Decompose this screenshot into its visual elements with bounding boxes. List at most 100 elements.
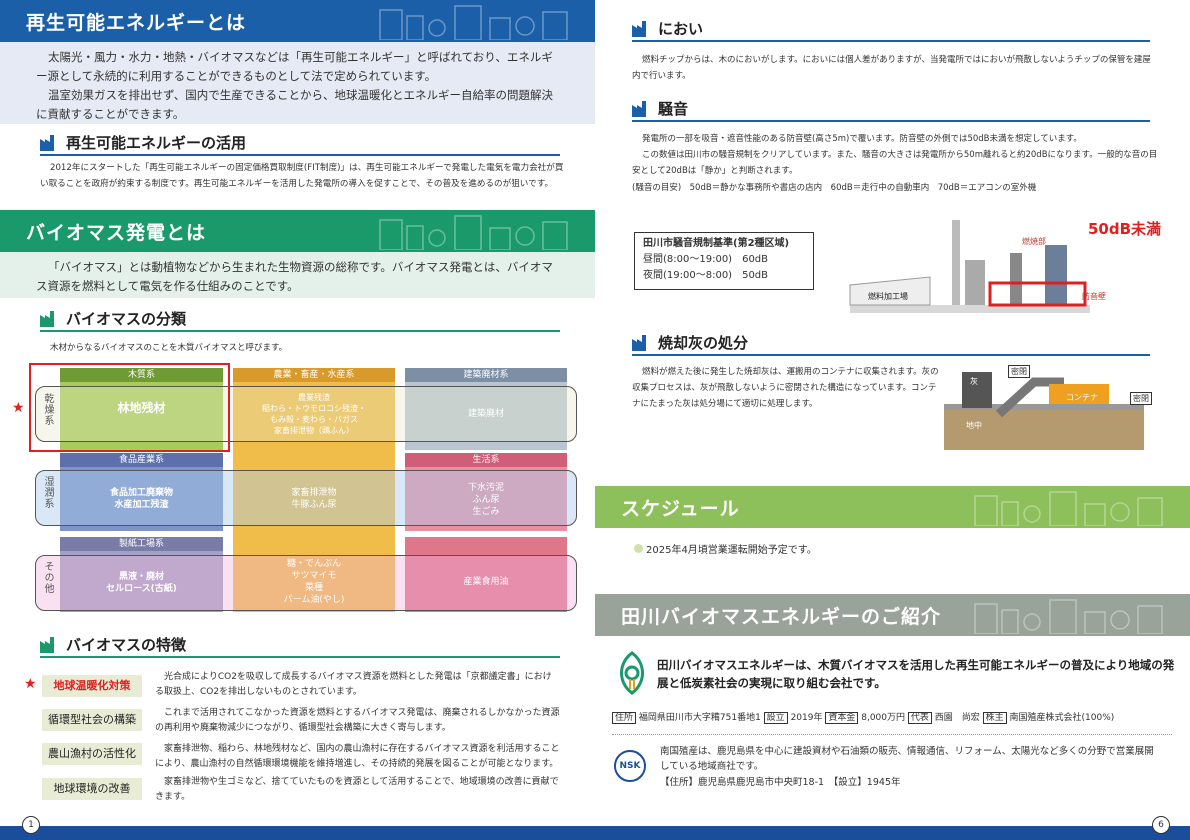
schedule-text: 2025年4月頃営業運転開始予定です。	[646, 545, 817, 556]
page-number-left: 1	[22, 816, 40, 834]
feature-text-warming: 光合成によりCO2を吸収して成長するバイオマス資源を燃料とした発電は「京都議定書…	[155, 672, 552, 697]
tag-warming: 地球温暖化対策	[42, 675, 142, 697]
noise-p2: この数値は田川市の騒音規制をクリアしています。また、騒音の大きさは発電所から50…	[632, 150, 1158, 176]
classification-heading: バイオマスの分類	[40, 308, 560, 332]
cell-paper: 黒液・廃材 セルロース(古紙)	[60, 571, 223, 595]
cityscape-illustration	[379, 5, 568, 40]
smell-text: 燃料チップからは、木のにおいがします。においには個人差がありますが、当発電所では…	[632, 55, 1151, 81]
renewable-box: 太陽光・風力・水力・地熱・バイオマスなどは「再生可能エネルギー」と呼ばれており、…	[0, 42, 595, 124]
ash-title: 焼却灰の処分	[658, 334, 749, 352]
sealed-label-2: 密閉	[1130, 392, 1152, 405]
info-value: 2019年	[790, 713, 823, 723]
renewable-title: 再生可能エネルギーとは	[26, 12, 247, 34]
cell-line: 菜種	[304, 583, 323, 593]
classification-note: 木材からなるバイオマスのことを木質バイオマスと呼びます。	[50, 343, 288, 353]
cell-food: 食品加工廃棄物 水産加工残渣	[60, 487, 223, 511]
row-label-other: その他	[42, 561, 53, 594]
noise-heading: 騒音	[632, 98, 1150, 122]
cell-line: 黒液・廃材	[118, 572, 164, 582]
factory-icon	[632, 21, 646, 37]
cityscape-illustration-3	[974, 491, 1163, 526]
noise-p3: (騒音の目安) 50dB＝静かな事務所や書店の店内 60dB＝走行中の自動車内 …	[632, 183, 1037, 193]
cell-line: パーム油(やし)	[283, 595, 345, 605]
col-agri	[233, 368, 395, 612]
divider	[612, 734, 1172, 735]
renewable-p2: 温室効果ガスを排出せず、国内で生産できることから、地球温暖化とエネルギー自給率の…	[36, 88, 553, 121]
feature-text-environment: 家畜排泄物や生ゴミなど、捨てていたものを資源として活用することで、地域環境の改善…	[155, 777, 559, 802]
biomass-box: 「バイオマス」とは動植物などから生まれた生物資源の総称です。バイオマス発電とは、…	[0, 252, 595, 298]
cell-line: 家畜排泄物	[291, 488, 337, 498]
features-title: バイオマスの特徴	[66, 636, 187, 654]
row-wet	[35, 470, 577, 526]
nsk-text: 南国殖産は、鹿児島県を中心に建設資材や石油類の販売、情報通信、リフォーム、太陽光…	[660, 746, 1154, 772]
company-intro: 田川バイオマスエネルギーは、木質バイオマスを活用した再生可能エネルギーの普及によ…	[657, 658, 1175, 690]
footer-bar-right	[595, 826, 1190, 840]
tag-recycling: 循環型社会の構築	[42, 709, 142, 731]
cell-line: 食品加工廃棄物	[109, 488, 173, 498]
cell-line: 農業残渣	[298, 393, 330, 402]
cell-line: 下水汚泥	[467, 483, 504, 493]
cell-forest: 林地残材	[117, 401, 166, 415]
company-logo-icon	[620, 651, 644, 695]
cell-life-wet: 下水汚泥 ふん尿 生ごみ	[405, 482, 567, 518]
noise-limit-label: 50dB未満	[1088, 220, 1162, 238]
biomass-text: 「バイオマス」とは動植物などから生まれた生物資源の総称です。バイオマス発電とは、…	[36, 260, 553, 293]
info-value: 南国殖産株式会社(100%)	[1009, 713, 1115, 723]
nsk-logo: NSK	[614, 750, 646, 782]
schedule-title: スケジュール	[621, 498, 740, 520]
row-label-wet: 湿潤系	[42, 476, 53, 509]
cell-line: 稲わら・トウモロコシ残渣・	[262, 404, 366, 413]
factory-icon	[40, 135, 54, 151]
ash-label: 灰	[970, 377, 978, 386]
usage-heading: 再生可能エネルギーの活用	[40, 132, 560, 156]
cell-construction: 建築廃材	[467, 409, 504, 419]
hdr-wood: 木質系	[60, 368, 223, 382]
renewable-p1: 太陽光・風力・水力・地熱・バイオマスなどは「再生可能エネルギー」と呼ばれており、…	[36, 50, 553, 83]
cell-line: サツマイモ	[291, 571, 337, 581]
hdr-food: 食品産業系	[60, 453, 223, 467]
hdr-paper: 製紙工場系	[60, 537, 223, 551]
wall-label: 防音壁	[1082, 292, 1106, 301]
hdr-life: 生活系	[405, 453, 567, 467]
std-day: 昼間(8:00～19:00) 60dB	[643, 254, 769, 265]
classification-title: バイオマスの分類	[66, 310, 187, 328]
forest-highlight	[29, 363, 230, 452]
col-oil	[405, 537, 567, 612]
row-dry	[35, 386, 577, 442]
smell-heading: におい	[632, 18, 1150, 42]
noise-standard-box: 田川市騒音規制基準(第2種区域) 昼間(8:00～19:00) 60dB 夜間(…	[634, 232, 814, 290]
cell-line: 牛豚ふん尿	[291, 500, 337, 510]
smell-title: におい	[658, 20, 704, 38]
ash-text: 燃料が燃えた後に発生した焼却灰は、運搬用のコンテナに収集されます。灰の収集プロセ…	[632, 367, 939, 409]
cell-line: セルロース(古紙)	[106, 584, 177, 594]
factory-icon	[40, 311, 54, 327]
info-value: 西園 尚宏	[934, 713, 980, 723]
cityscape-illustration-4	[974, 599, 1163, 634]
plant-illustration	[849, 220, 1090, 313]
ash-illustration	[944, 372, 1144, 450]
noise-title: 騒音	[658, 100, 689, 118]
usage-title: 再生可能エネルギーの活用	[66, 134, 247, 152]
ground-label: 地中	[966, 421, 982, 430]
hdr-construction: 建築廃材系	[405, 368, 567, 382]
noise-p1: 発電所の一部を吸音・遮音性能のある防音壁(高さ5m)で覆います。防音壁の外側では…	[642, 134, 1082, 144]
company-info: 住所 福岡県田川市大字糒751番地1 設立 2019年 資本金 8,000万円 …	[612, 710, 1172, 726]
info-key: 株主	[982, 712, 1007, 724]
star-mark: ★	[24, 676, 37, 692]
page-number-right: 6	[1152, 816, 1170, 834]
cell-line: ふん尿	[472, 495, 500, 505]
company-title: 田川バイオマスエネルギーのご紹介	[621, 606, 942, 628]
cityscape-illustration-2	[379, 215, 568, 250]
ash-heading: 焼却灰の処分	[632, 332, 1150, 356]
row-label-dry: 乾燥系	[42, 393, 53, 426]
tag-environment: 地球環境の改善	[42, 778, 142, 800]
schedule-bullet	[634, 544, 643, 553]
feature-text-rural: 家畜排泄物、稲わら、林地残材など、国内の農山漁村に存在するバイオマス資源を利活用…	[155, 744, 560, 769]
factory-icon	[40, 637, 54, 653]
cell-line: 生ごみ	[472, 507, 500, 517]
burn-label: 燃焼部	[1022, 237, 1046, 246]
cell-agri-other: 糖・でんぷん サツマイモ 菜種 パーム油(やし)	[233, 558, 395, 606]
star-mark: ★	[12, 400, 25, 416]
info-value: 8,000万円	[861, 713, 905, 723]
cell-oil: 産業食用油	[463, 577, 509, 587]
